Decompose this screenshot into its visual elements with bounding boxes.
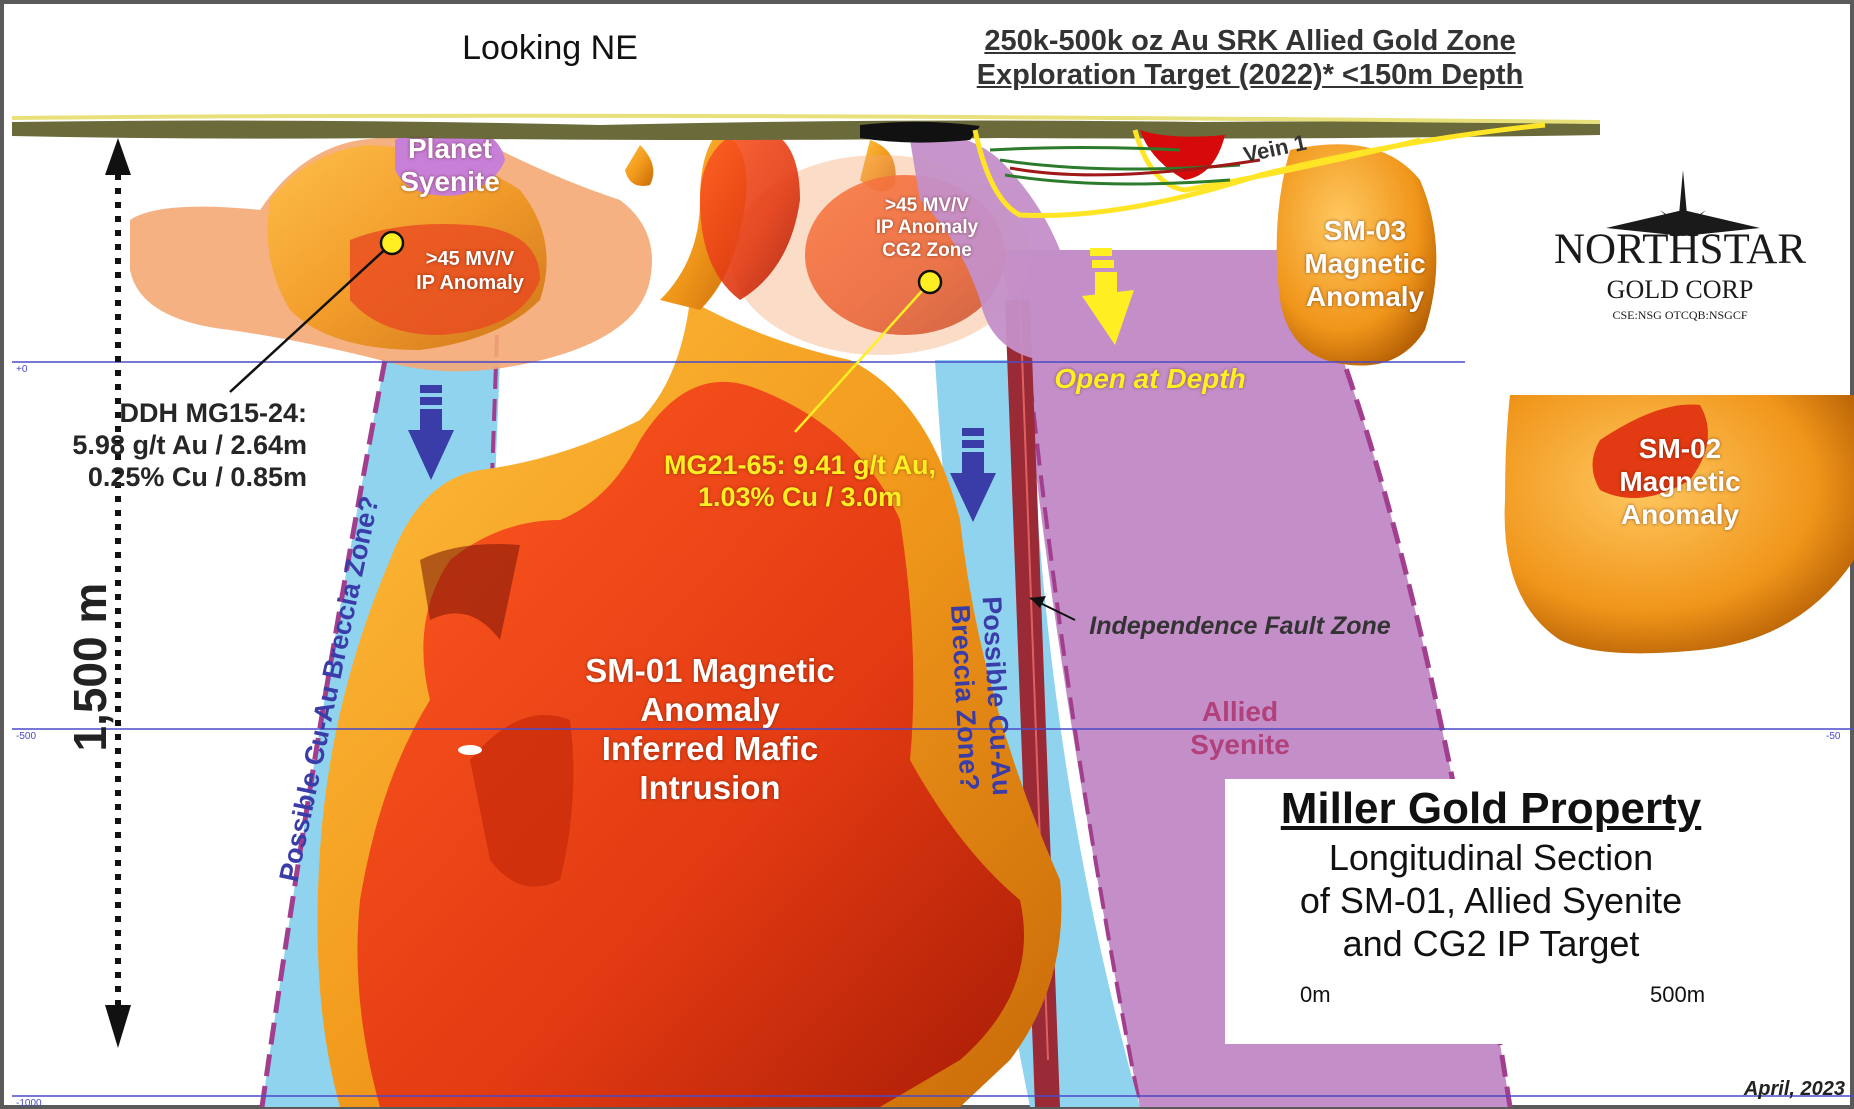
sm02-line-3: Anomaly bbox=[1595, 498, 1765, 531]
subtitle-line-2: of SM-01, Allied Syenite bbox=[1225, 880, 1757, 922]
planet-syenite-label: Planet Syenite bbox=[380, 132, 520, 198]
cg2-line-3: CG2 Zone bbox=[857, 240, 997, 262]
sm02-line-1: SM-02 bbox=[1595, 432, 1765, 465]
allied-syenite-label: Allied Syenite bbox=[1150, 695, 1330, 761]
sm01-line-4: Intrusion bbox=[540, 769, 880, 808]
mg21-65-marker bbox=[919, 271, 941, 293]
scale-end-label: 500m bbox=[1650, 982, 1705, 1008]
sm01-highlight bbox=[458, 745, 482, 755]
planet-syenite-line-1: Planet bbox=[380, 132, 520, 165]
level-label-right: -50 bbox=[1826, 731, 1840, 743]
fault-label: Independence Fault Zone bbox=[1080, 612, 1400, 642]
northstar-logo: NORTHSTAR GOLD CORP CSE:NSG OTCQB:NSGCF bbox=[1510, 160, 1850, 330]
sm01-line-2: Anomaly bbox=[540, 691, 880, 730]
scale-start-label: 0m bbox=[1300, 982, 1331, 1008]
ip-left-line-2: IP Anomaly bbox=[400, 272, 540, 296]
exploration-target-title: 250k-500k oz Au SRK Allied Gold Zone Exp… bbox=[930, 24, 1570, 92]
depth-scale-label: 1,500 m bbox=[63, 567, 117, 767]
allied-line-2: Syenite bbox=[1150, 728, 1330, 761]
level-label-0: +0 bbox=[16, 364, 27, 376]
sm03-label: SM-03 Magnetic Anomaly bbox=[1280, 214, 1450, 313]
mg21-65-callout: MG21-65: 9.41 g/t Au, 1.03% Cu / 3.0m bbox=[640, 450, 960, 514]
cg2-line-1: >45 MV/V bbox=[857, 195, 997, 217]
sm01-label: SM-01 Magnetic Anomaly Inferred Mafic In… bbox=[540, 652, 880, 808]
mg21-65-line-1: MG21-65: 9.41 g/t Au, bbox=[640, 450, 960, 482]
open-at-depth-label: Open at Depth bbox=[1040, 362, 1260, 395]
logo-tickers: CSE:NSG OTCQB:NSGCF bbox=[1510, 308, 1850, 322]
subtitle-line-3: and CG2 IP Target bbox=[1225, 923, 1757, 965]
sm01-line-1: SM-01 Magnetic bbox=[540, 652, 880, 691]
target-line-1: 250k-500k oz Au SRK Allied Gold Zone bbox=[930, 24, 1570, 58]
date-label: April, 2023 bbox=[1715, 1078, 1845, 1102]
planet-syenite-line-2: Syenite bbox=[380, 165, 520, 198]
sm02-label: SM-02 Magnetic Anomaly bbox=[1595, 432, 1765, 531]
mg15-24-line-2: 5.98 g/t Au / 2.64m bbox=[35, 430, 307, 462]
ip-anomaly-left-label: >45 MV/V IP Anomaly bbox=[400, 248, 540, 295]
cg2-line-2: IP Anomaly bbox=[857, 217, 997, 239]
sm02-line-2: Magnetic bbox=[1595, 465, 1765, 498]
mg15-24-line-1: DDH MG15-24: bbox=[35, 398, 307, 430]
property-title: Miller Gold Property bbox=[1225, 783, 1757, 835]
sm01-line-3: Inferred Mafic bbox=[540, 730, 880, 769]
topography bbox=[12, 121, 1600, 140]
sm03-line-3: Anomaly bbox=[1280, 280, 1450, 313]
ip-left-line-1: >45 MV/V bbox=[400, 248, 540, 272]
dark-pit bbox=[860, 122, 980, 143]
breccia-right-label: Possible Cu-Au Breccia Zone? bbox=[941, 565, 1018, 828]
ip-anomaly-cg2-label: >45 MV/V IP Anomaly CG2 Zone bbox=[857, 195, 997, 262]
level-label-500: -500 bbox=[16, 731, 36, 743]
level-label-1000: -1000 bbox=[16, 1098, 42, 1109]
mg21-65-line-2: 1.03% Cu / 3.0m bbox=[640, 482, 960, 514]
target-line-2: Exploration Target (2022)* <150m Depth bbox=[930, 58, 1570, 92]
logo-name: NORTHSTAR bbox=[1510, 225, 1850, 276]
subtitle-line-1: Longitudinal Section bbox=[1225, 837, 1757, 879]
mg15-24-callout: DDH MG15-24: 5.98 g/t Au / 2.64m 0.25% C… bbox=[35, 398, 307, 494]
view-direction-label: Looking NE bbox=[440, 28, 660, 68]
sm03-line-1: SM-03 bbox=[1280, 214, 1450, 247]
sm03-line-2: Magnetic bbox=[1280, 247, 1450, 280]
allied-line-1: Allied bbox=[1150, 695, 1330, 728]
title-block: Miller Gold Property Longitudinal Sectio… bbox=[1225, 779, 1757, 1044]
logo-sub: GOLD CORP bbox=[1510, 275, 1850, 306]
mg15-24-line-3: 0.25% Cu / 0.85m bbox=[35, 462, 307, 494]
